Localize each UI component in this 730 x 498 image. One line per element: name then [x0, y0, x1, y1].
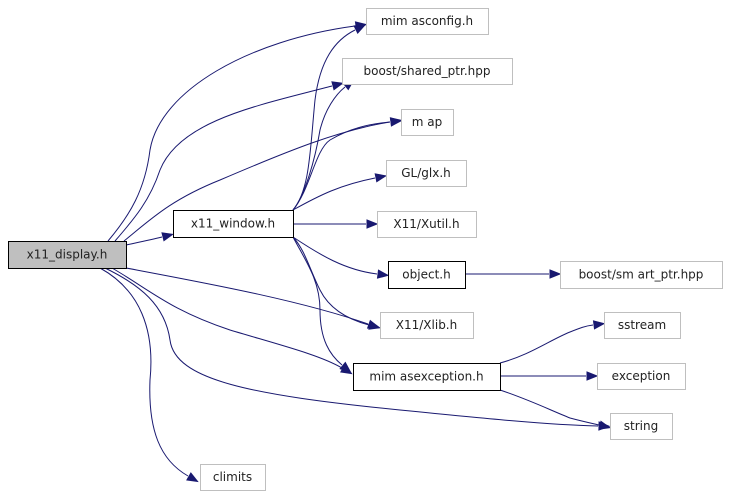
node-smart-ptr: boost/sm art_ptr.hpp [560, 261, 723, 289]
edge-mimasexception-to-sstream [499, 324, 594, 364]
edge-x11_window-to-glx [292, 177, 376, 211]
node-x11-window[interactable]: x11_window.h [173, 210, 294, 238]
node-mimasexception[interactable]: mim asexception.h [353, 363, 501, 391]
node-xutil: X11/Xutil.h [377, 211, 477, 238]
arrowhead-mimasexception-to-exception [586, 371, 599, 381]
node-box [8, 241, 127, 269]
node-label: boost/sm art_ptr.hpp [579, 268, 704, 282]
node-label: x11_display.h [27, 248, 108, 262]
node-label: mim asexception.h [369, 370, 483, 384]
edge-x11_window-to-object [292, 236, 378, 275]
node-box [353, 363, 501, 391]
node-map: m ap [401, 109, 454, 136]
edge-x11_display-to-mimasexception [111, 267, 343, 369]
edge-mimasexception-to-string [499, 389, 600, 426]
node-glx: GL/glx.h [386, 160, 467, 187]
arrowhead-x11_window-to-xutil [366, 219, 379, 229]
edge-x11_display-to-shared_ptr [114, 85, 333, 242]
edge-x11_display-to-x11_window [125, 236, 163, 246]
arrowhead-mimasexception-to-sstream [592, 320, 606, 330]
edge-x11_display-to-xlib [125, 267, 369, 325]
node-label: mim asconfig.h [381, 14, 473, 28]
node-xlib: X11/Xlib.h [380, 312, 474, 339]
arrowhead-x11_display-to-climits [186, 472, 199, 483]
edge-x11_window-to-shared_ptr [292, 86, 346, 211]
node-shared-ptr: boost/shared_ptr.hpp [342, 58, 513, 85]
arrowhead-x11_window-to-mimasconfig [353, 24, 367, 35]
edge-x11_window-to-mimasconfig [292, 29, 356, 211]
node-sstream: sstream [604, 312, 681, 339]
node-label: X11/Xutil.h [393, 217, 459, 231]
node-label: GL/glx.h [401, 166, 451, 180]
node-box [377, 211, 477, 238]
edge-x11_window-to-mimasexception [292, 236, 343, 366]
node-box [366, 8, 489, 35]
edge-x11_display-to-mimasconfig [107, 25, 356, 242]
node-label: x11_window.h [191, 217, 275, 231]
edge-x11_display-to-climits [99, 267, 189, 477]
arrowhead-x11_window-to-object [376, 269, 390, 279]
node-box [560, 261, 723, 289]
node-box [380, 312, 474, 339]
arrowhead-x11_window-to-xlib [368, 320, 381, 330]
edges-layer [99, 21, 611, 483]
node-box [604, 312, 681, 339]
node-exception: exception [597, 363, 686, 390]
node-mimasconfig: mim asconfig.h [366, 8, 489, 35]
node-box [200, 464, 266, 491]
arrowhead-mimasexception-to-string [598, 420, 611, 430]
node-label: m ap [412, 115, 442, 129]
arrowhead-x11_display-to-x11_window [161, 232, 174, 242]
node-box [401, 109, 454, 136]
node-box [597, 363, 686, 390]
node-box [388, 261, 466, 289]
edge-x11_window-to-map [292, 121, 391, 211]
nodes-layer: x11_display.h x11_window.h mim asconfig.h b… [8, 8, 723, 491]
node-label: object.h [402, 268, 450, 282]
arrowhead-x11_window-to-mimasexception [339, 361, 352, 373]
node-label: string [624, 419, 658, 433]
node-label: boost/shared_ptr.hpp [364, 64, 491, 78]
node-label: exception [612, 369, 671, 383]
node-box [173, 210, 294, 238]
arrowhead-x11_window-to-map [390, 117, 403, 127]
node-box [386, 160, 467, 187]
node-x11-display[interactable]: x11_display.h [8, 241, 127, 269]
node-box [610, 413, 673, 440]
node-label: climits [213, 470, 252, 484]
node-climits: climits [200, 464, 266, 491]
arrowhead-x11_display-to-shared_ptr [331, 81, 344, 91]
edge-x11_window-to-xlib [292, 236, 370, 326]
node-label: X11/Xlib.h [396, 318, 457, 332]
edge-x11_display-to-string [104, 267, 599, 427]
node-label: sstream [618, 318, 666, 332]
node-box [342, 58, 513, 85]
arrowhead-x11_window-to-glx [374, 173, 388, 183]
arrowhead-object-to-smart_ptr [549, 269, 562, 279]
node-string: string [610, 413, 673, 440]
node-object[interactable]: object.h [388, 261, 466, 289]
